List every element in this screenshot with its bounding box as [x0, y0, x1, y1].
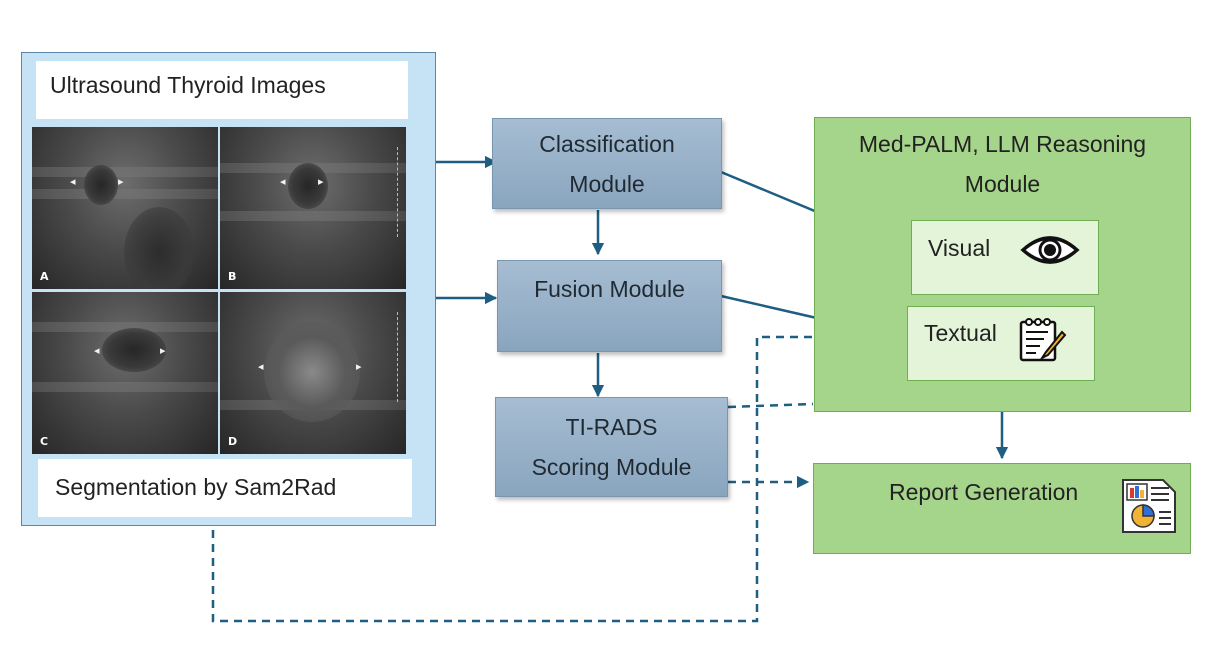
input-panel [21, 52, 436, 526]
tirads-module-line-1: TI-RADS [565, 414, 658, 440]
input-title: Ultrasound Thyroid Images [50, 72, 326, 98]
llm-title-line-2: Module [964, 171, 1041, 197]
classification-module: Classification Module [492, 118, 722, 209]
classification-module-line-2: Module [569, 170, 645, 197]
image-label-a: A [40, 270, 49, 283]
textual-label: Textual [924, 320, 997, 346]
input-title-box [36, 61, 408, 119]
llm-panel-title: Med-PALM, LLM Reasoning Module [814, 124, 1191, 204]
llm-title-line-1: Med-PALM, LLM Reasoning [858, 131, 1147, 157]
dashed-line-segmentation-to-llm [211, 335, 813, 623]
ultrasound-image-d: ◂ ▸ D [220, 292, 406, 454]
image-label-b: B [228, 270, 237, 283]
fusion-module-label: Fusion Module [534, 276, 685, 302]
report-generation-label: Report Generation [889, 479, 1079, 505]
report-chart-icon [1122, 479, 1176, 533]
tirads-module-line-2: Scoring Module [531, 454, 692, 480]
eye-icon [1020, 236, 1080, 264]
ultrasound-image-c: ◂ ▸ C [32, 292, 218, 454]
dashed-line-tirads-to-llm [727, 402, 814, 409]
segmentation-label: Segmentation by Sam2Rad [55, 474, 337, 500]
ultrasound-image-b: ◂ ▸ B [220, 127, 406, 289]
image-label-d: D [228, 435, 238, 448]
notepad-pencil-icon [1019, 318, 1067, 362]
visual-label: Visual [928, 235, 991, 261]
tirads-module: TI-RADS Scoring Module [495, 397, 728, 497]
fusion-module: Fusion Module [497, 260, 722, 352]
classification-module-line-1: Classification [539, 130, 675, 157]
ultrasound-image-a: ◂ ▸ A [32, 127, 218, 289]
segmentation-box [38, 459, 412, 517]
textual-box [907, 306, 1095, 381]
image-label-c: C [40, 435, 49, 448]
